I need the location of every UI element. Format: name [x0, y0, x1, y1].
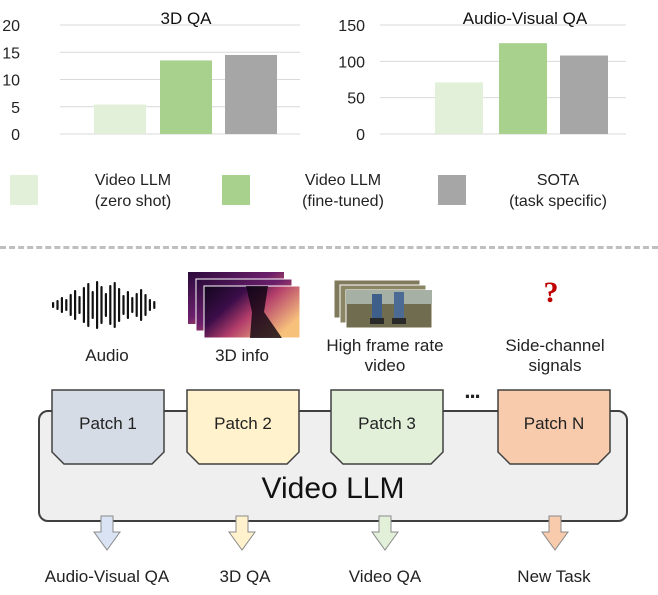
waveform-bar: [65, 299, 68, 311]
bar-3: [225, 54, 277, 134]
y-tick-label: 10: [2, 73, 20, 90]
patch-4-shape: [497, 389, 611, 465]
section-divider: [0, 246, 658, 249]
video-llm-label: Video LLM: [261, 472, 405, 505]
bar-2: [160, 60, 212, 134]
waveform-bar: [118, 288, 121, 322]
patch-3-shape: [330, 389, 444, 465]
waveform-bar: [135, 293, 138, 317]
waveform-bar: [122, 295, 125, 315]
y-tick-label: 15: [2, 45, 20, 62]
waveform-bar: [74, 290, 77, 320]
waveform-bar: [56, 300, 59, 310]
waveform-bar: [91, 291, 94, 319]
waveform-bar: [126, 291, 129, 319]
output-arrow-3: [371, 515, 399, 551]
y-tick-label: 20: [2, 18, 20, 35]
waveform-bar: [140, 289, 143, 321]
waveform-bar: [148, 299, 151, 311]
output-arrow-2: [228, 515, 256, 551]
y-tick-label: 5: [11, 100, 20, 117]
waveform-bar: [78, 296, 81, 314]
video-frames-icon: [333, 280, 433, 329]
legend-label-sota: SOTA(task specific): [509, 172, 607, 210]
patch-3-label: Patch 3: [358, 414, 416, 433]
y-tick-label: 0: [356, 127, 365, 144]
legend-label-zero-shot: Video LLM(zero shot): [94, 172, 172, 210]
output-label-3d-qa: 3D QA: [219, 567, 271, 586]
question-mark-icon: ?: [543, 276, 559, 309]
patch-1-shape: [51, 389, 165, 465]
patch-1-label: Patch 1: [79, 414, 137, 433]
waveform-bar: [131, 297, 134, 313]
input-label-3d-info: 3D info: [215, 346, 269, 365]
charts-area: 0 5 10 15 20 3D QA 0 50 100 150 Audio-Visual QA: [2, 9, 626, 144]
chart-audio-visual-qa: 0 50 100 150 Audio-Visual QA: [338, 9, 626, 144]
waveform-bar: [60, 297, 63, 313]
waveform-bar: [109, 285, 112, 325]
depth-map-icon: [188, 272, 301, 339]
patch-2-label: Patch 2: [214, 414, 272, 433]
output-arrow-1: [93, 515, 121, 551]
output-label-video-qa: Video QA: [348, 567, 422, 586]
waveform-bar: [113, 282, 116, 328]
legend-label-fine-tuned: Video LLM(fine-tuned): [302, 172, 384, 210]
chart-title: Audio-Visual QA: [463, 9, 588, 28]
output-label-new-task: New Task: [517, 567, 591, 586]
chart-3d-qa: 0 5 10 15 20 3D QA: [2, 9, 300, 144]
y-tick-label: 0: [11, 127, 20, 144]
legend-swatch-fine-tuned: [222, 175, 250, 205]
waveform-bar: [144, 294, 147, 316]
y-tick-label: 150: [338, 18, 365, 35]
output-arrow-4: [541, 515, 569, 551]
waveform-bar: [82, 287, 85, 323]
patch-n-label: Patch N: [523, 414, 585, 433]
bar-1: [435, 82, 483, 134]
output-label-audio-visual-qa: Audio-Visual QA: [44, 567, 170, 586]
waveform-icon: [52, 281, 156, 329]
waveform-bar: [69, 294, 72, 316]
waveform-bar: [87, 283, 90, 327]
y-tick-label: 50: [347, 91, 365, 108]
waveform-bar: [52, 302, 55, 308]
legend-swatch-sota: [438, 175, 466, 205]
waveform-bar: [153, 301, 156, 309]
bar-2: [499, 43, 547, 134]
y-tick-label: 100: [338, 54, 365, 71]
ellipsis: ...: [464, 378, 480, 403]
patch-2-shape: [186, 389, 300, 465]
chart-title: 3D QA: [160, 9, 212, 28]
bar-1: [94, 104, 146, 134]
waveform-bar: [100, 286, 103, 324]
input-label-audio: Audio: [85, 346, 129, 365]
bar-3: [560, 55, 608, 134]
waveform-bar: [104, 293, 107, 317]
legend: Video LLM(zero shot) Video LLM(fine-tune…: [0, 168, 658, 218]
patches-layer: [51, 389, 611, 465]
legend-swatch-zero-shot: [10, 175, 38, 205]
waveform-bar: [96, 281, 99, 329]
output-arrows: [93, 515, 569, 551]
